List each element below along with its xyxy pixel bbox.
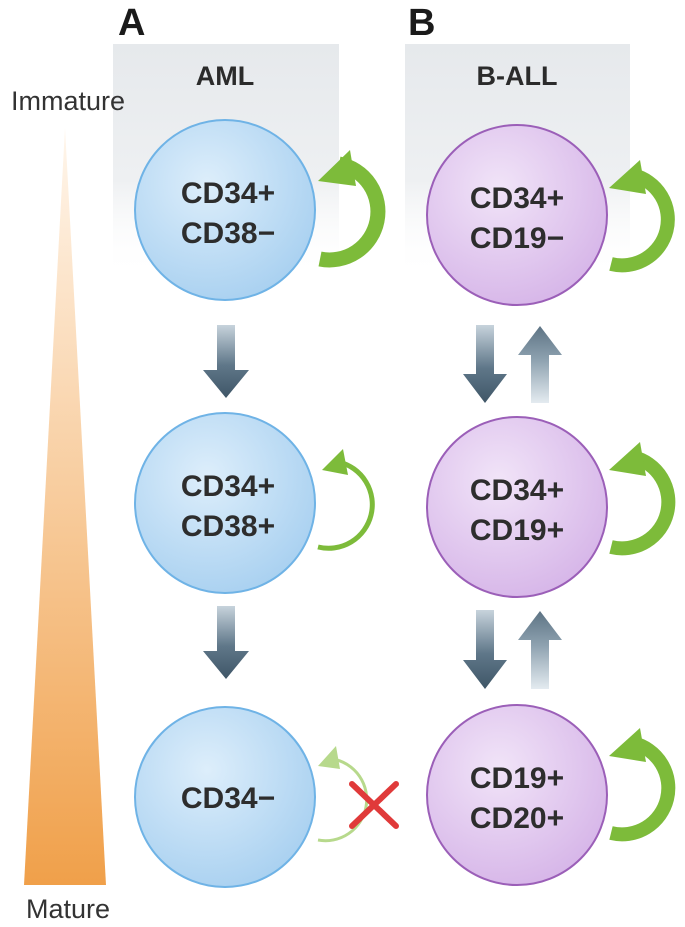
- ball-cell-cd34pos-cd19pos: CD34+ CD19+: [426, 416, 608, 598]
- cell-marker-line: CD20+: [470, 802, 564, 835]
- panel-a-letter: A: [118, 2, 145, 44]
- immature-label: Immature: [11, 86, 125, 116]
- maturity-gradient-triangle: [24, 128, 106, 885]
- transition-arrow-up: [518, 611, 562, 689]
- blocked-self-renewal-arrow-icon: [317, 746, 369, 843]
- self-renewal-arrow-icon: [609, 728, 676, 842]
- cell-marker-line: CD19+: [470, 514, 564, 547]
- transition-arrow-down: [463, 610, 507, 689]
- cell-marker-line: CD34+: [470, 474, 564, 507]
- aml-cell-cd34pos-cd38pos: CD34+ CD38+: [134, 412, 316, 594]
- aml-cell-cd34pos-cd38neg: CD34+ CD38−: [134, 119, 316, 301]
- blocked-cross-icon: [349, 781, 399, 829]
- cell-marker-line: CD19−: [470, 222, 564, 255]
- cell-marker-line: CD34+: [181, 470, 275, 503]
- cell-marker-line: CD34−: [181, 782, 275, 815]
- panel-b-letter: B: [408, 2, 435, 44]
- cell-marker-line: CD19+: [470, 762, 564, 795]
- mature-label: Mature: [26, 894, 110, 924]
- cell-marker-line: CD38+: [181, 510, 275, 543]
- self-renewal-arrow-icon: [609, 160, 675, 273]
- transition-arrow-down: [463, 325, 507, 403]
- cell-marker-line: CD34+: [181, 177, 275, 210]
- transition-arrow-up: [518, 326, 562, 403]
- aml-cell-cd34neg: CD34−: [134, 706, 316, 888]
- ball-cell-cd34pos-cd19neg: CD34+ CD19−: [426, 124, 608, 306]
- transition-arrow-down: [203, 606, 249, 679]
- cell-marker-line: CD38−: [181, 217, 275, 250]
- self-renewal-arrow-icon: [318, 150, 386, 268]
- panel-b-title: B-ALL: [477, 61, 558, 91]
- ball-cell-cd19pos-cd20pos: CD19+ CD20+: [426, 704, 608, 886]
- transition-arrow-down: [203, 325, 249, 398]
- cell-marker-line: CD34+: [470, 182, 564, 215]
- self-renewal-arrow-icon: [609, 442, 676, 556]
- panel-a-title: AML: [196, 61, 254, 91]
- self-renewal-arrow-icon: [317, 449, 375, 551]
